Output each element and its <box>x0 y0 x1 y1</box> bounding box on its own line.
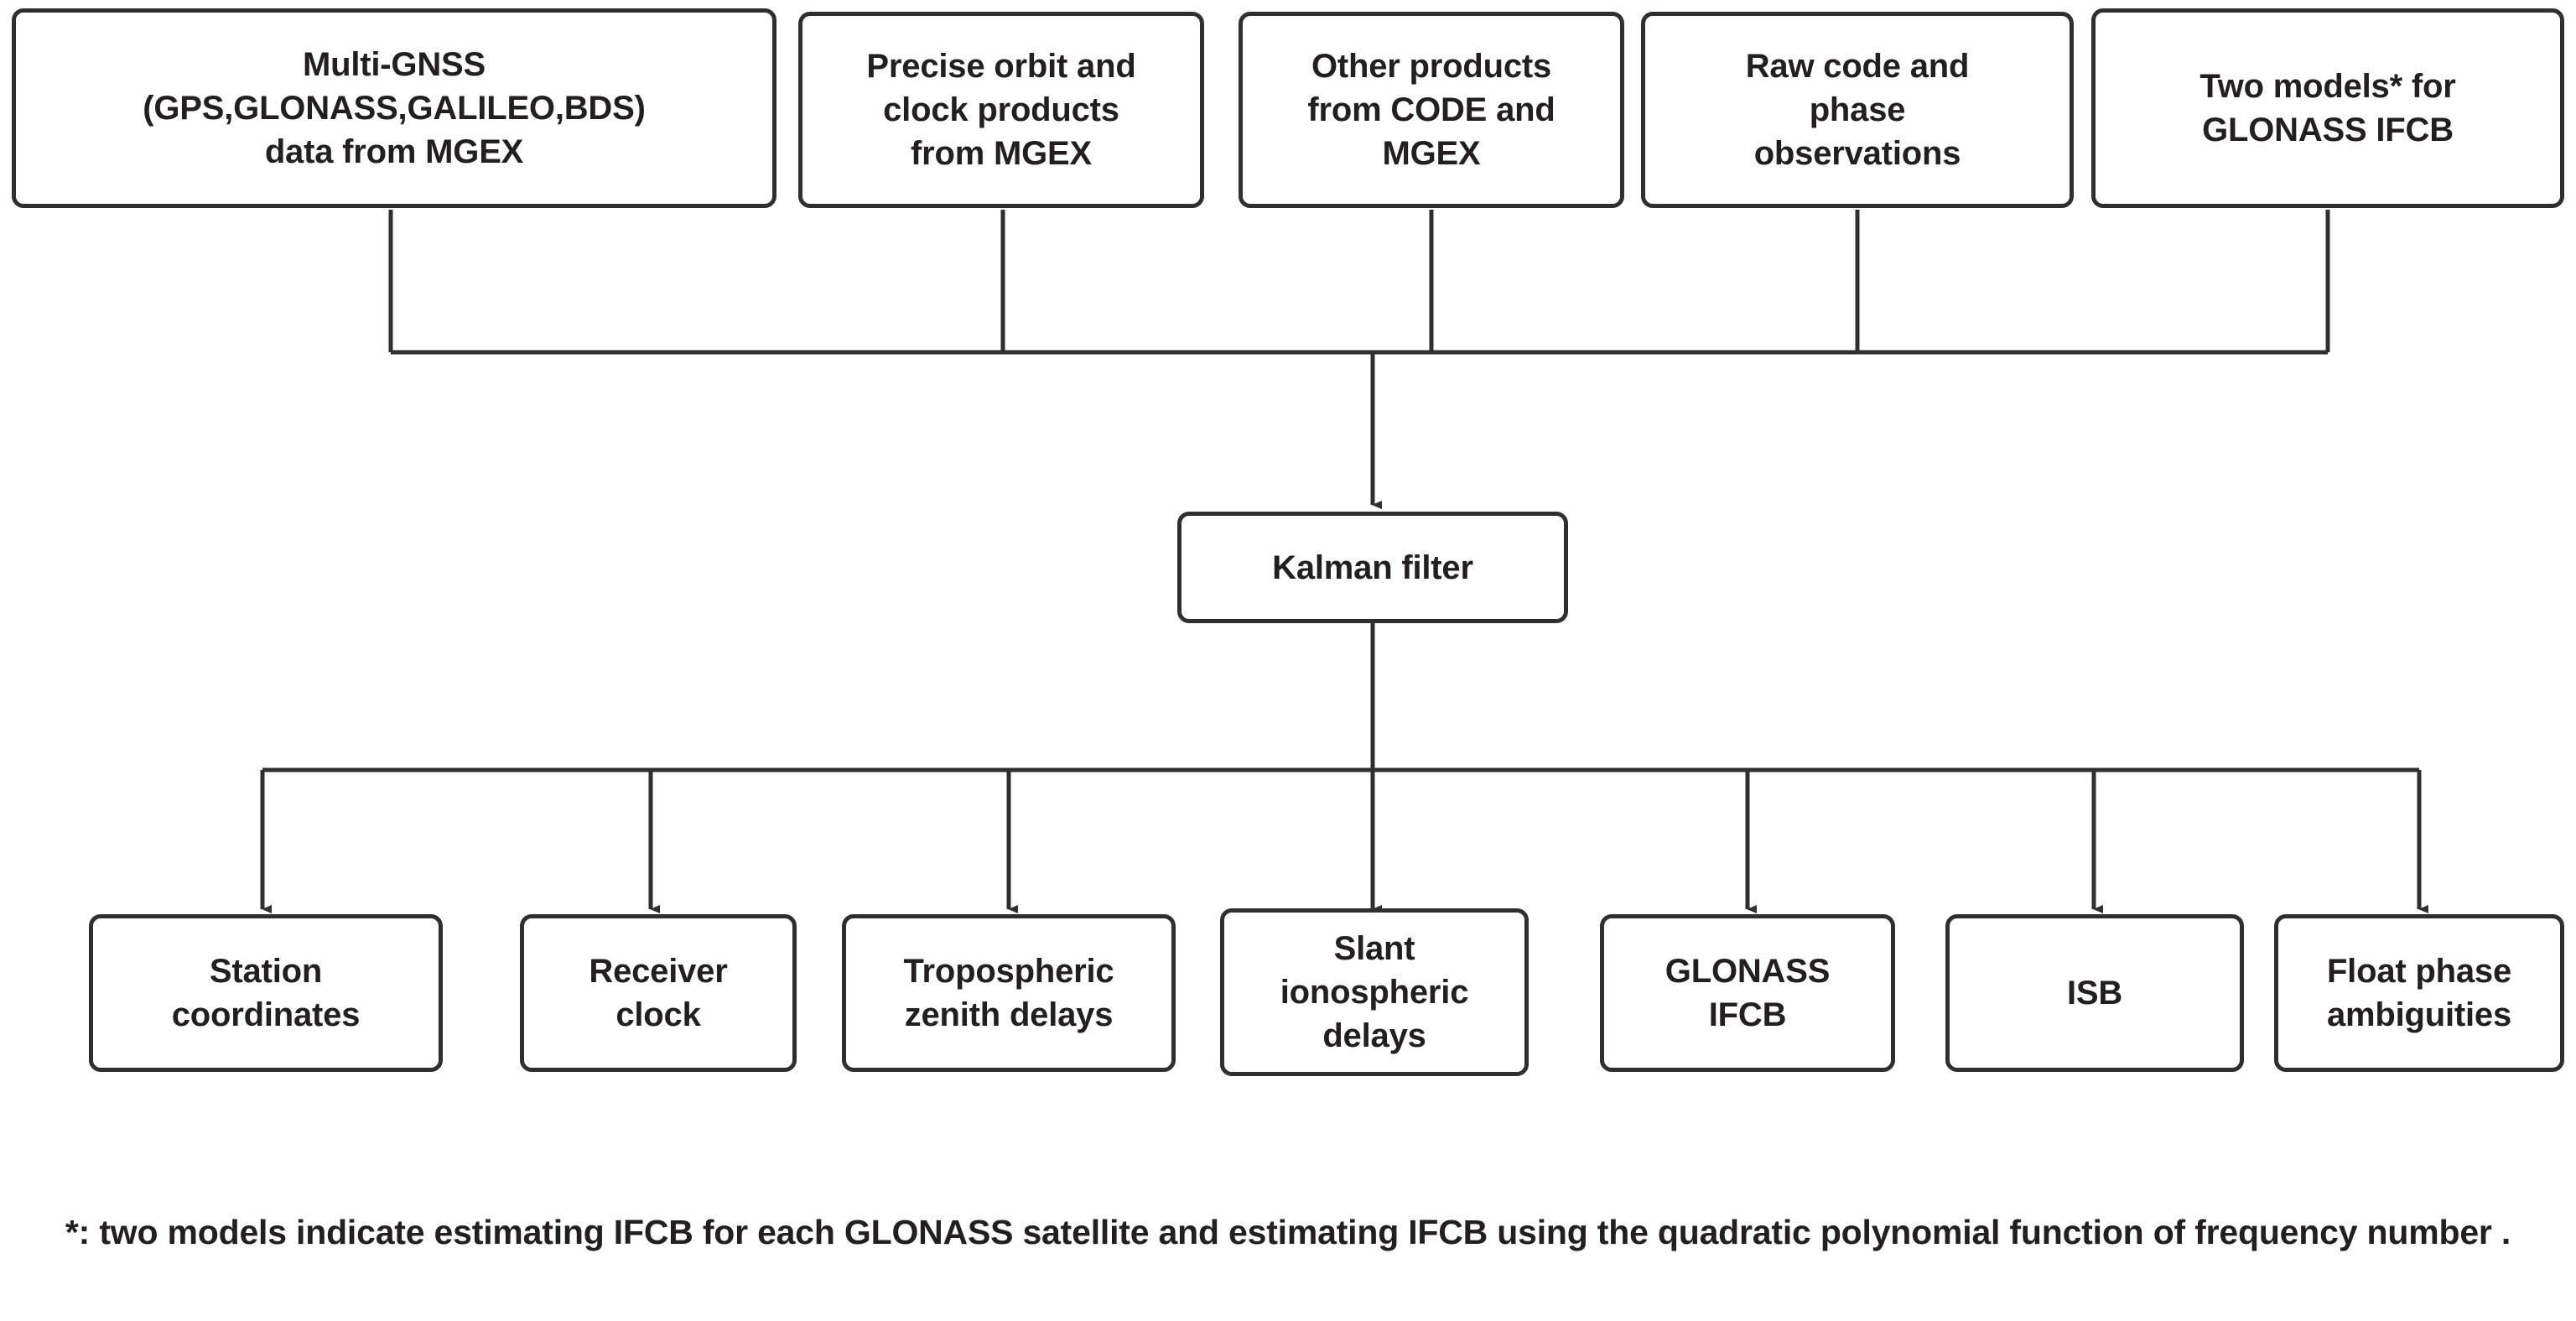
source-box-precise-orbit-clock[interactable]: Precise orbit and clock products from MG… <box>798 12 1204 208</box>
output-box-float-phase-ambiguities[interactable]: Float phase ambiguities <box>2274 914 2564 1072</box>
output-box-tropospheric-zenith-delays[interactable]: Tropospheric zenith delays <box>842 914 1176 1072</box>
output-box-slant-ionospheric-delays[interactable]: Slant ionospheric delays <box>1220 908 1529 1076</box>
process-box-kalman-filter[interactable]: Kalman filter <box>1177 512 1568 623</box>
output-box-glonass-ifcb[interactable]: GLONASS IFCB <box>1600 914 1895 1072</box>
source-box-raw-observations[interactable]: Raw code and phase observations <box>1641 12 2074 208</box>
output-box-station-coordinates[interactable]: Station coordinates <box>89 914 443 1072</box>
source-box-mgex-data[interactable]: Multi-GNSS (GPS,GLONASS,GALILEO,BDS) dat… <box>12 8 776 208</box>
output-box-receiver-clock[interactable]: Receiver clock <box>520 914 797 1072</box>
footnote-text: *: two models indicate estimating IFCB f… <box>65 1213 2511 1251</box>
output-box-isb[interactable]: ISB <box>1945 914 2244 1072</box>
source-box-two-models-ifcb[interactable]: Two models* for GLONASS IFCB <box>2091 8 2564 208</box>
source-box-other-products[interactable]: Other products from CODE and MGEX <box>1239 12 1624 208</box>
